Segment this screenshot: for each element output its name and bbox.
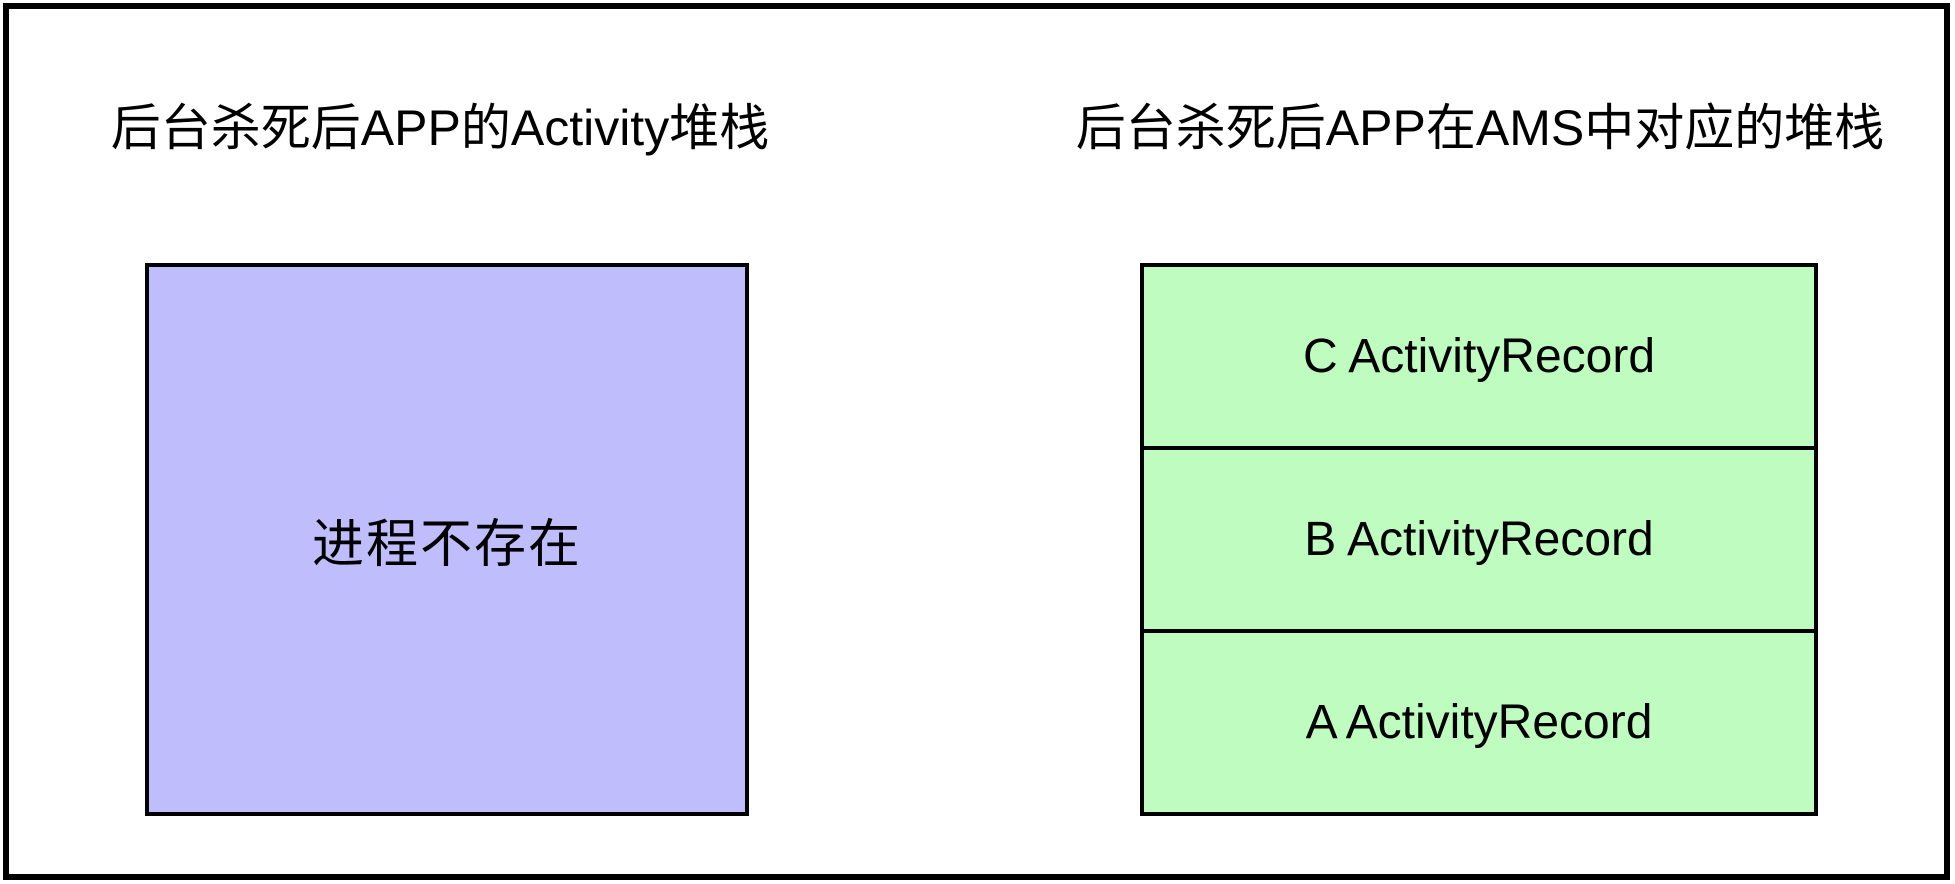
process-not-exist-label: 进程不存在 <box>311 516 582 574</box>
stack-row-c: C ActivityRecord <box>1302 330 1656 383</box>
stack-row-a: A ActivityRecord <box>1144 629 1814 812</box>
left-stack-title: 后台杀死后APP的Activity堆栈 <box>110 100 770 156</box>
stack-row-b: B ActivityRecord <box>1144 446 1814 629</box>
ams-stack-box: C ActivityRecord B ActivityRecord A Acti… <box>1140 263 1818 816</box>
app-activity-stack-box: 进程不存在 <box>145 263 749 816</box>
right-stack-title: 后台杀死后APP在AMS中对应的堆栈 <box>1075 100 1885 156</box>
